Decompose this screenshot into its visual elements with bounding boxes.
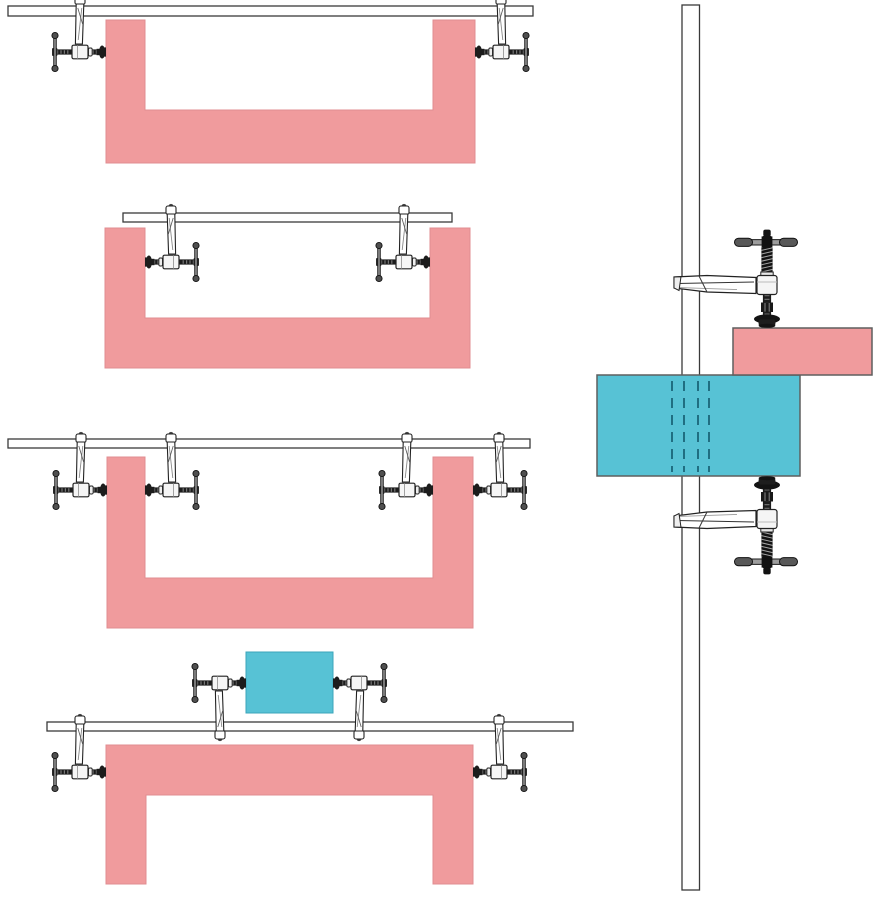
teal-block [245,651,334,714]
clamp-bar [7,5,534,17]
clamp-bar [122,212,453,223]
pink-frame [105,744,474,885]
pink-block [732,327,873,376]
panel-channel-clamped-from-outside [7,0,534,164]
panel-channel-clamped-both-sides [7,430,531,629]
clamp-bar [7,438,531,449]
pink-channel [106,456,474,629]
panel-frame-with-block-on-bar [46,651,574,885]
clamp-bar [46,721,574,732]
panel-vertical-post-assembly [596,4,873,891]
teal-block [596,374,801,477]
pink-channel [105,19,476,164]
pink-channel [104,227,471,369]
panel-channel-clamped-from-inside [104,202,471,369]
